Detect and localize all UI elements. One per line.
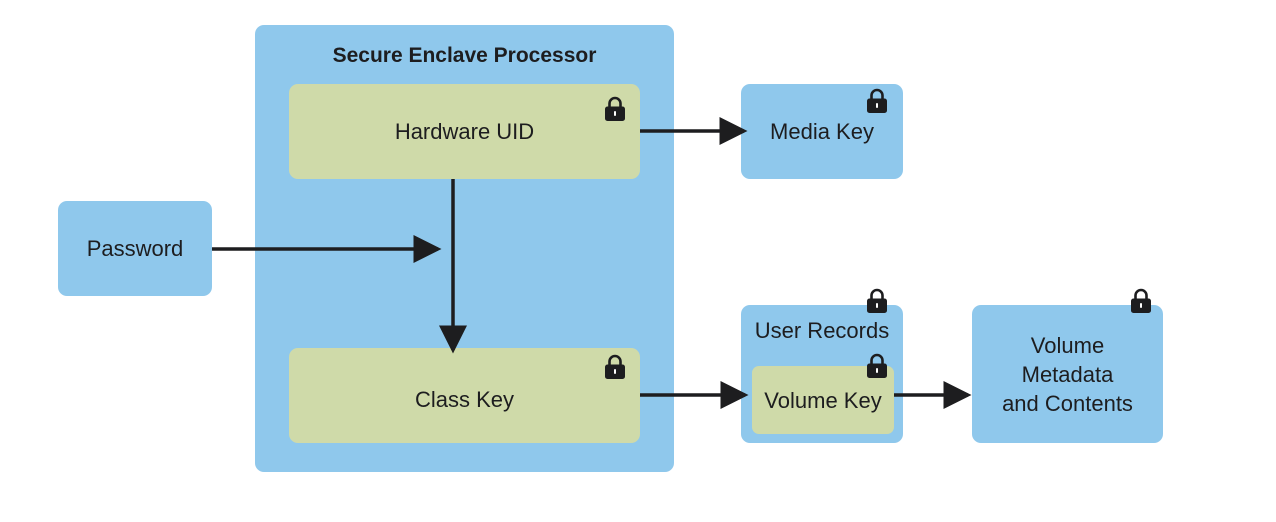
password-box: Password [58,201,212,296]
class-key-box: Class Key [289,348,640,443]
lock-icon [605,354,625,379]
volume-metadata-line2: Metadata [1021,361,1114,387]
lock-icon [605,96,625,121]
volume-metadata-line3: and Contents [1002,390,1133,416]
volume-metadata-box: Volume Metadata and Contents [972,305,1163,443]
secure-enclave-processor-title: Secure Enclave Processor [332,44,597,67]
hardware-uid-label: Hardware UID [394,119,535,144]
lock-icon [867,288,887,313]
volume-metadata-line1: Volume [1030,332,1105,358]
media-key-label: Media Key [770,119,874,144]
user-records-label: User Records [754,318,890,343]
lock-icon [867,88,887,113]
lock-icon [1131,288,1151,313]
hardware-uid-box: Hardware UID [289,84,640,179]
lock-icon [867,353,887,378]
class-key-label: Class Key [414,387,515,412]
volume-key-label: Volume Key [764,387,882,413]
password-label: Password [86,236,184,261]
